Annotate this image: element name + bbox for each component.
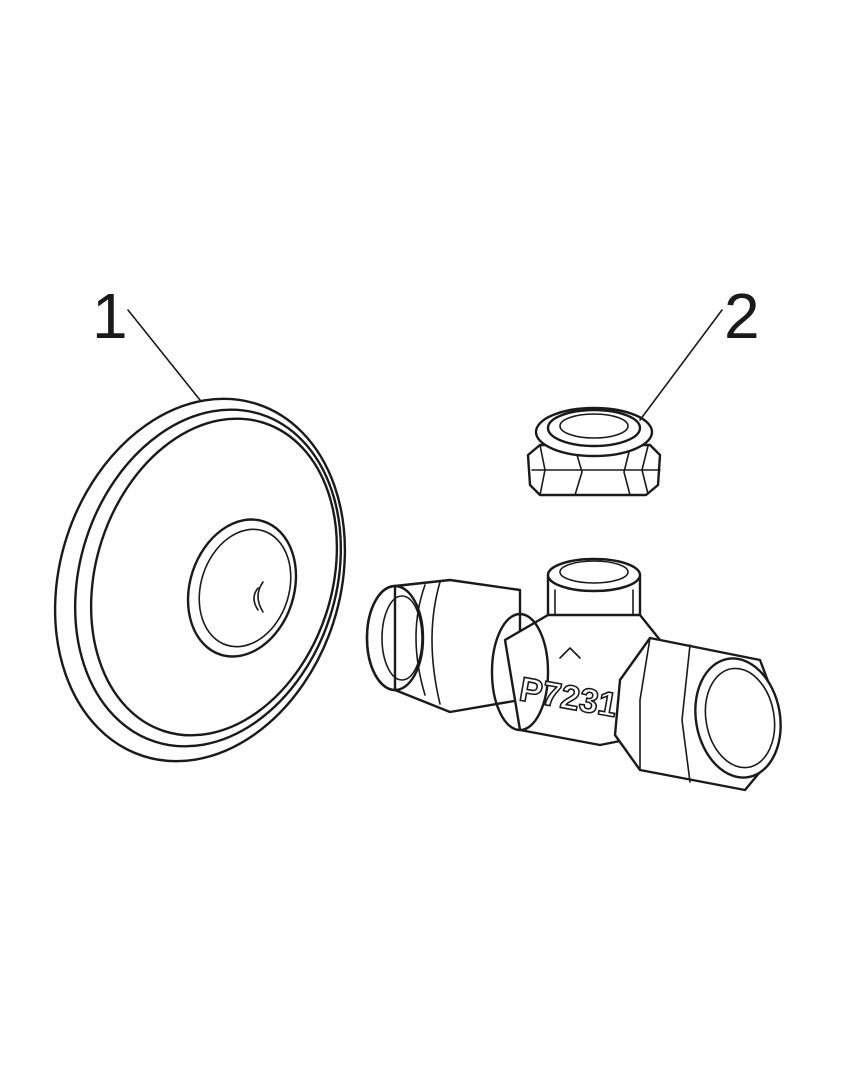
angle-valve [365, 557, 782, 792]
callout-1: 1 [92, 280, 201, 401]
callout-1-label: 1 [92, 280, 128, 352]
callout-2-label: 2 [724, 280, 760, 352]
callout-2: 2 [639, 280, 760, 421]
escutcheon-rosette [53, 397, 347, 763]
compression-nut [526, 406, 662, 497]
